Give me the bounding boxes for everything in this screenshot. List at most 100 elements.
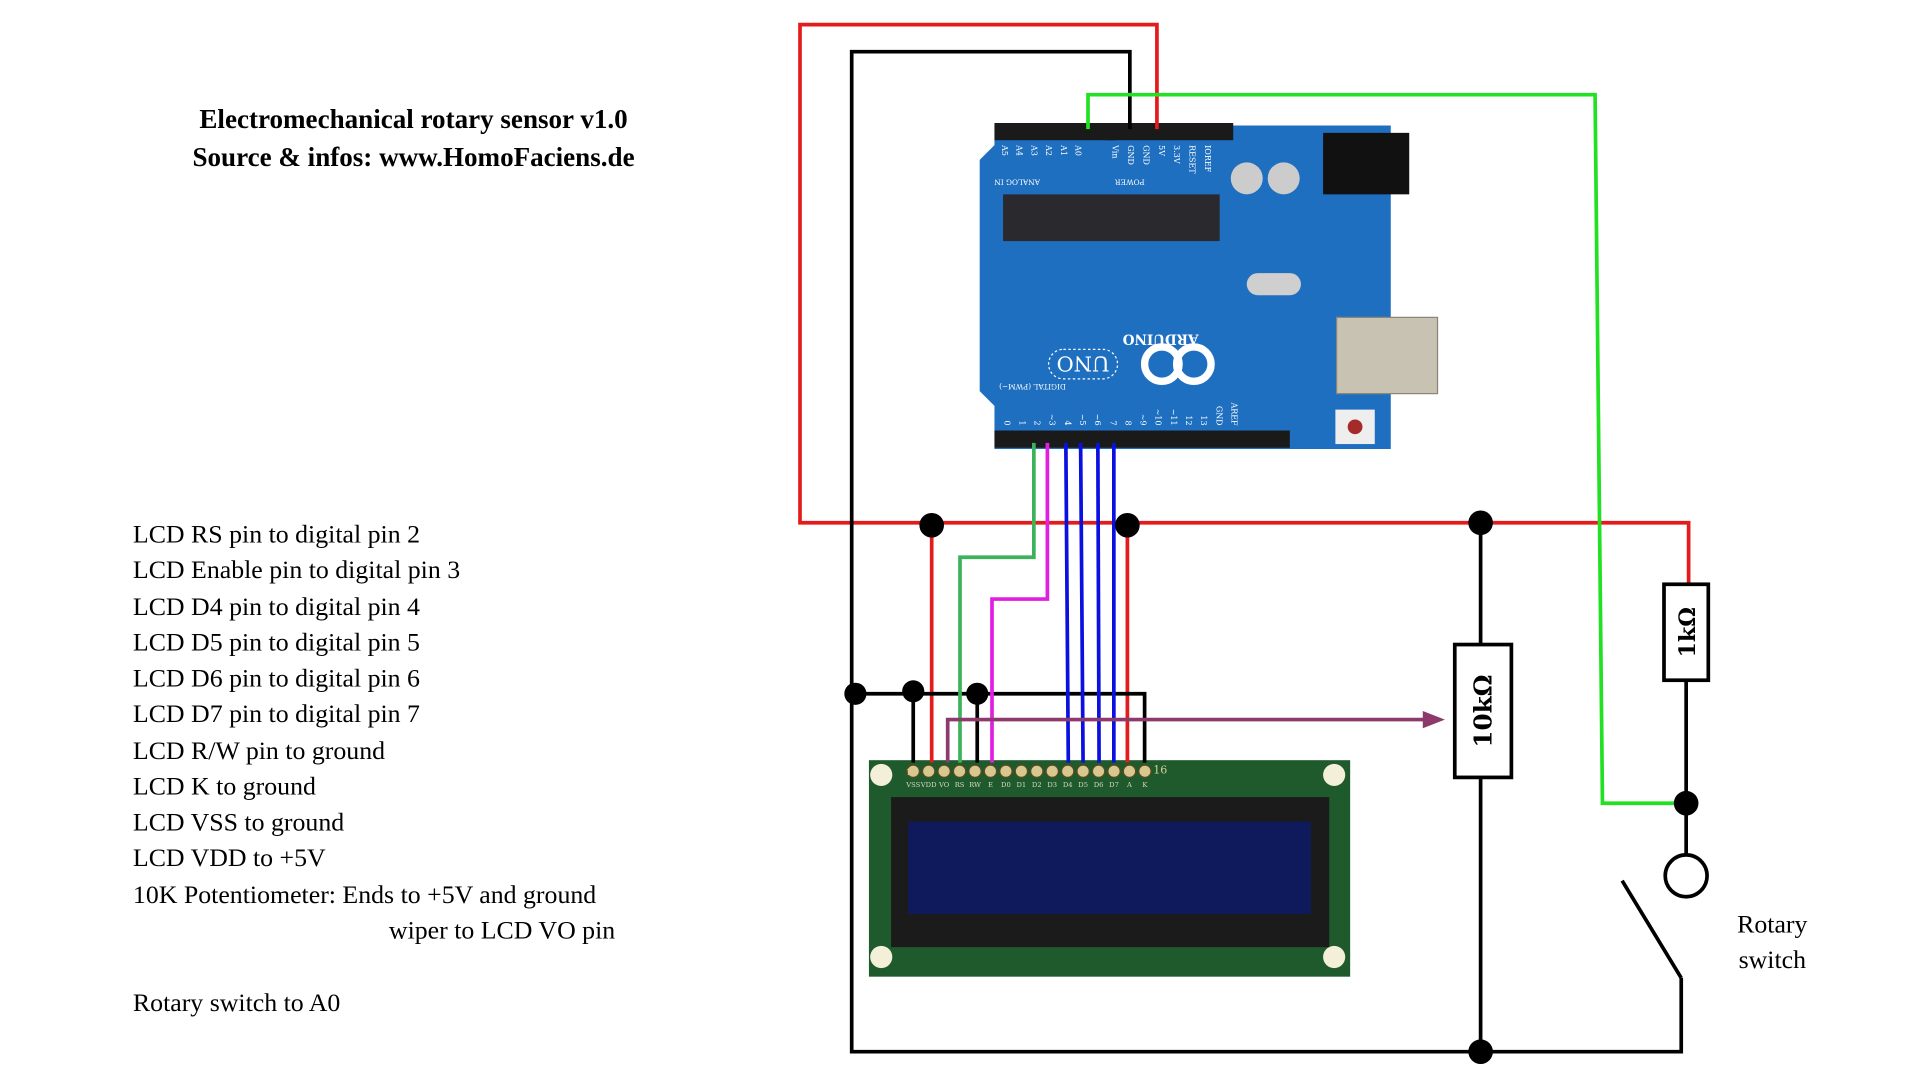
digital-pin-label: ~10 [1154,409,1163,426]
analog-pin-label: A1 [1059,144,1068,156]
digital-pin-label: 4 [1063,421,1072,426]
arduino-wordmark: ARDUINO [1123,331,1200,347]
lcd-pin [968,764,982,779]
junction-dot [966,682,989,705]
lcd-pin-label: VSS [905,781,920,789]
lcd-pin-label: D6 [1094,781,1104,789]
analog-header [994,123,1116,141]
wire-rs [958,442,1036,763]
potentiometer-label: 10kΩ [1469,674,1498,747]
lcd-pin-label: VO [938,781,950,789]
capacitor [1230,162,1263,195]
digital-pin-label: ~3 [1048,414,1057,426]
wire-wiper [945,717,1428,763]
lcd-pin [937,764,951,779]
power-pin-label: RESET [1188,145,1197,174]
note: LCD D4 pin to digital pin 4 [133,592,420,621]
lcd-pin-label: D1 [1016,781,1026,789]
wiper-arrow-icon [1422,710,1445,729]
note: 10K Potentiometer: Ends to +5V and groun… [133,880,596,909]
lcd-pin [906,764,920,779]
lcd-pin [983,764,998,779]
lcd-pin [1076,764,1090,779]
digital-pin-label: GND [1214,406,1223,426]
note: LCD D5 pin to digital pin 5 [133,628,420,657]
digital-pin-label: ~5 [1078,414,1087,426]
lcd-pin [1138,764,1152,779]
analog-pin-label: A5 [1000,144,1009,156]
analog-pin-label: A3 [1029,144,1038,156]
lcd-pin-label: D5 [1078,781,1088,789]
crystal [1246,273,1301,296]
lcd-pin-label: E [988,781,993,789]
lcd-pin [999,764,1013,779]
note: LCD VDD to +5V [133,843,326,872]
lcd-pin [1030,764,1044,779]
lcd-pin-label: D4 [1063,781,1073,789]
wire-enable [990,442,1050,763]
wire-lcd-ground [855,691,1147,763]
wire-d6 [1096,442,1101,763]
wire-d5 [1078,442,1085,763]
note: LCD R/W pin to ground [133,736,385,765]
lcd-pin-label: D2 [1032,781,1042,789]
junction-dots [844,510,1699,1065]
junction-dot [844,682,867,705]
digital-label: DIGITAL (PWM~) [999,382,1066,391]
lcd-pin [921,764,936,779]
wire-5v [798,22,1691,585]
digital-pin-label: ~9 [1139,414,1148,426]
lcd-pin [1107,764,1121,779]
power-pin-label: GND [1126,145,1135,165]
note: wiper to LCD VO pin [389,916,615,945]
digital-pin-label: 13 [1199,415,1208,425]
pin-1-label: 1 [906,768,911,778]
note: LCD VSS to ground [133,807,344,836]
note: LCD D7 pin to digital pin 7 [133,699,420,728]
switch-label-2: switch [1739,945,1807,974]
note: LCD Enable pin to digital pin 3 [133,555,460,584]
digital-pin-label: 8 [1123,421,1132,426]
arduino-uno-board: ARDUINO UNO ANALOG IN POWER DIGITAL (PWM… [979,123,1439,449]
lcd-pin-label: RS [955,781,965,789]
junction-dot [1115,512,1140,538]
lcd-pin [952,764,967,779]
lcd-pin-label: D0 [1001,781,1011,789]
note: Rotary switch to A0 [133,988,340,1017]
analog-pin-label: A0 [1074,144,1083,156]
lcd-pin [1091,764,1106,779]
power-header [1105,123,1234,141]
note: LCD RS pin to digital pin 2 [133,519,420,548]
digital-pin-label: 7 [1108,421,1117,426]
digital-pin-label: 0 [1002,421,1011,426]
lcd-pin-label: A [1126,781,1132,789]
analog-label: ANALOG IN [994,178,1041,187]
junction-dot [902,680,925,703]
power-pin-label: Vin [1111,144,1120,158]
lcd-pin [1122,764,1137,779]
power-label: POWER [1115,178,1145,187]
note: LCD K to ground [133,772,316,801]
note: LCD D6 pin to digital pin 6 [133,663,420,692]
junction-dot [1468,1039,1493,1065]
digital-pin-label: ~6 [1093,414,1102,426]
lcd-pin-label: VDD [920,781,937,789]
power-pin-label: GND [1141,145,1150,165]
usb-port [1336,316,1439,395]
lcd-pin [1014,764,1029,779]
title-line-1: Electromechanical rotary sensor v1.0 [199,104,627,134]
rotary-switch [1620,879,1683,979]
potentiometer-10k [1452,642,1514,780]
wiring-notes: LCD RS pin to digital pin 2 LCD Enable p… [133,519,615,1017]
lcd-pin [1045,764,1060,779]
resistor-1k [1662,582,1711,683]
digital-pin-label: 2 [1033,421,1042,426]
wire-ground [849,49,1684,1054]
pin-16-label: 16 [1153,764,1167,777]
title-line-2: Source & infos: www.HomoFaciens.de [192,142,634,172]
lcd-pin-label: RW [969,781,981,789]
junction-dot [919,512,944,538]
